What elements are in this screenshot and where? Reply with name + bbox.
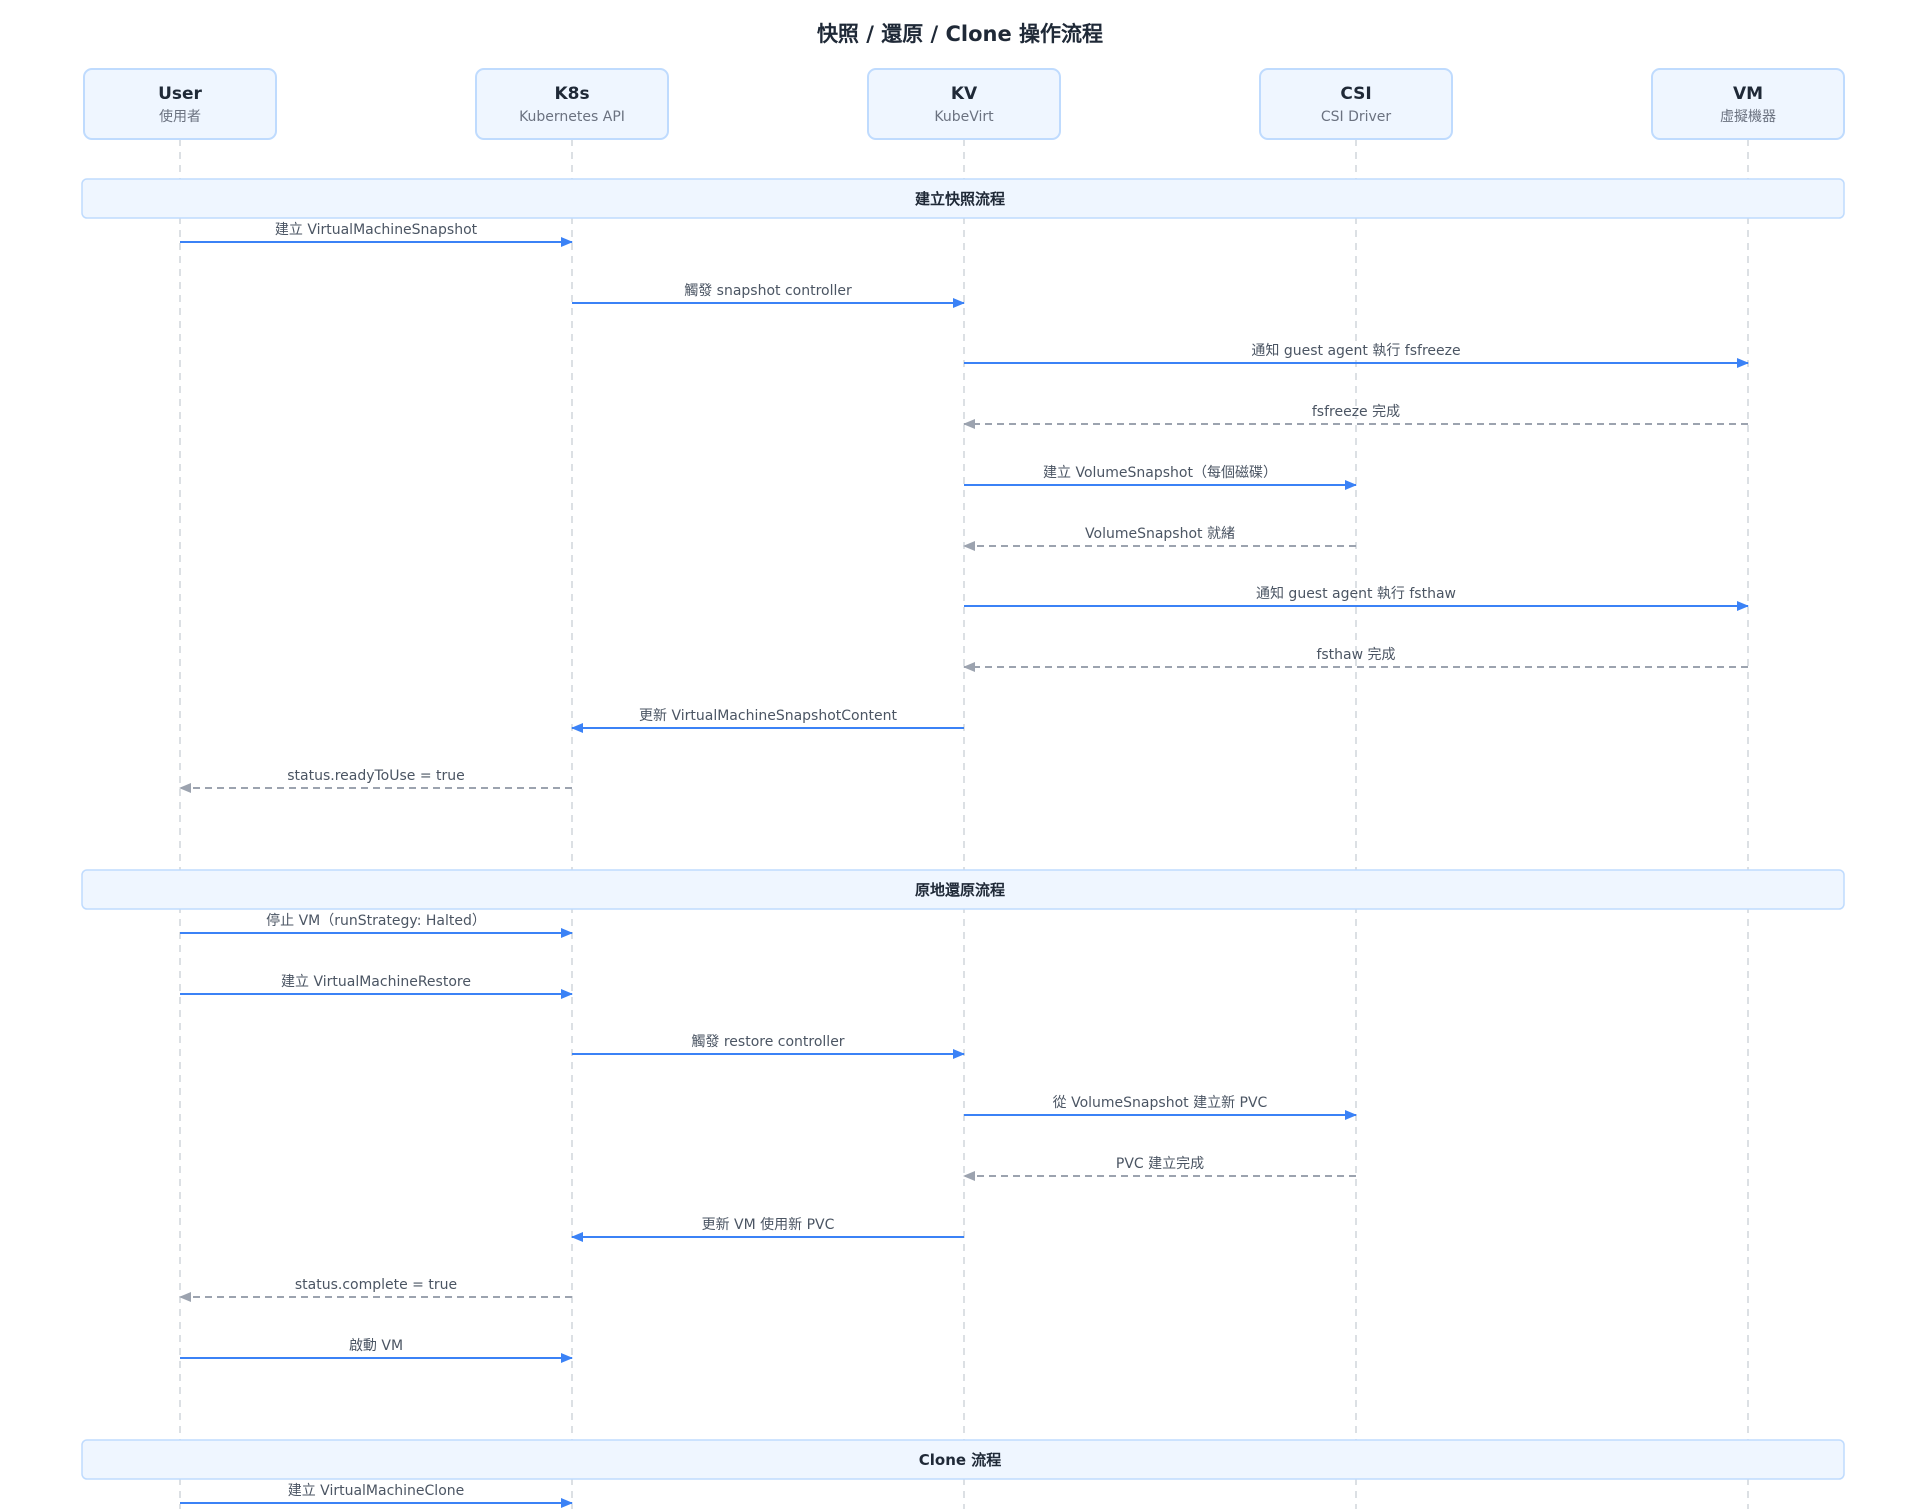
- section-header: [81, 178, 1845, 219]
- message: 建立 VirtualMachineClone: [180, 1483, 573, 1508]
- message: 更新 VirtualMachineSnapshotContent: [571, 708, 964, 733]
- message-label: 觸發 restore controller: [691, 1034, 844, 1050]
- message-label: PVC 建立完成: [1116, 1156, 1204, 1172]
- diagram-title: 快照 / 還原 / Clone 操作流程: [817, 22, 1103, 46]
- message: VolumeSnapshot 就緒: [963, 526, 1356, 551]
- participant-kv: KV KubeVirt: [867, 68, 1061, 140]
- message: 觸發 restore controller: [572, 1034, 965, 1059]
- message-label: 建立 VirtualMachineRestore: [281, 974, 471, 990]
- lifelines: [179, 139, 1749, 1509]
- section-header: [81, 869, 1845, 910]
- participant-box: [867, 68, 1061, 140]
- message: 建立 VirtualMachineRestore: [180, 974, 573, 999]
- message-label: status.readyToUse = true: [287, 768, 465, 784]
- section-title: 建立快照流程: [915, 190, 1005, 208]
- participant-name: VM: [1733, 84, 1763, 104]
- message: 通知 guest agent 執行 fsfreeze: [964, 342, 1749, 368]
- participant-name: CSI: [1340, 84, 1371, 104]
- section-header: [81, 1439, 1845, 1480]
- message-label: 更新 VM 使用新 PVC: [702, 1216, 835, 1233]
- message: 啟動 VM: [180, 1338, 573, 1363]
- message: 建立 VolumeSnapshot（每個磁碟）: [964, 465, 1357, 490]
- message: fsfreeze 完成: [963, 404, 1748, 429]
- message-label: status.complete = true: [295, 1277, 457, 1293]
- participant-box: [475, 68, 669, 140]
- message: 從 VolumeSnapshot 建立新 PVC: [964, 1095, 1357, 1120]
- message: status.readyToUse = true: [179, 768, 572, 793]
- message: 更新 VM 使用新 PVC: [571, 1216, 964, 1242]
- message: 通知 guest agent 執行 fsthaw: [964, 585, 1749, 611]
- message: PVC 建立完成: [963, 1156, 1356, 1181]
- participant-subtitle: CSI Driver: [1321, 109, 1392, 125]
- participant-box: [1259, 68, 1453, 140]
- participant-name: KV: [951, 84, 978, 104]
- message-label: 停止 VM（runStrategy: Halted）: [266, 912, 486, 929]
- section-title: Clone 流程: [919, 1451, 1002, 1469]
- message-label: fsfreeze 完成: [1312, 404, 1400, 420]
- message-label: 通知 guest agent 執行 fsthaw: [1256, 585, 1456, 602]
- participant-subtitle: 使用者: [159, 108, 201, 125]
- participant-subtitle: KubeVirt: [934, 109, 994, 125]
- participant-subtitle: Kubernetes API: [519, 109, 625, 125]
- message-label: 通知 guest agent 執行 fsfreeze: [1251, 342, 1460, 359]
- participant-subtitle: 虛擬機器: [1720, 109, 1776, 125]
- participant-box: [83, 68, 277, 140]
- participant-vm: VM 虛擬機器: [1651, 68, 1845, 140]
- message-label: 建立 VirtualMachineSnapshot: [275, 222, 478, 238]
- participant-csi: CSI CSI Driver: [1259, 68, 1453, 140]
- message-label: 啟動 VM: [349, 1338, 403, 1354]
- message-label: 建立 VirtualMachineClone: [288, 1483, 465, 1499]
- message: status.complete = true: [179, 1277, 572, 1302]
- message: 停止 VM（runStrategy: Halted）: [180, 912, 573, 938]
- message-label: 從 VolumeSnapshot 建立新 PVC: [1053, 1095, 1268, 1111]
- participant-box: [1651, 68, 1845, 140]
- message: 觸發 snapshot controller: [572, 283, 965, 308]
- participant-name: User: [158, 84, 202, 104]
- message-label: VolumeSnapshot 就緒: [1085, 526, 1235, 542]
- message: 建立 VirtualMachineSnapshot: [180, 222, 573, 247]
- participant-name: K8s: [554, 84, 589, 104]
- message-label: fsthaw 完成: [1316, 647, 1395, 663]
- section-title: 原地還原流程: [915, 881, 1005, 899]
- participant-user: User 使用者: [83, 68, 277, 140]
- message-label: 建立 VolumeSnapshot（每個磁碟）: [1043, 465, 1277, 481]
- message: fsthaw 完成: [963, 647, 1748, 672]
- message-label: 觸發 snapshot controller: [684, 283, 852, 299]
- message-label: 更新 VirtualMachineSnapshotContent: [639, 708, 897, 724]
